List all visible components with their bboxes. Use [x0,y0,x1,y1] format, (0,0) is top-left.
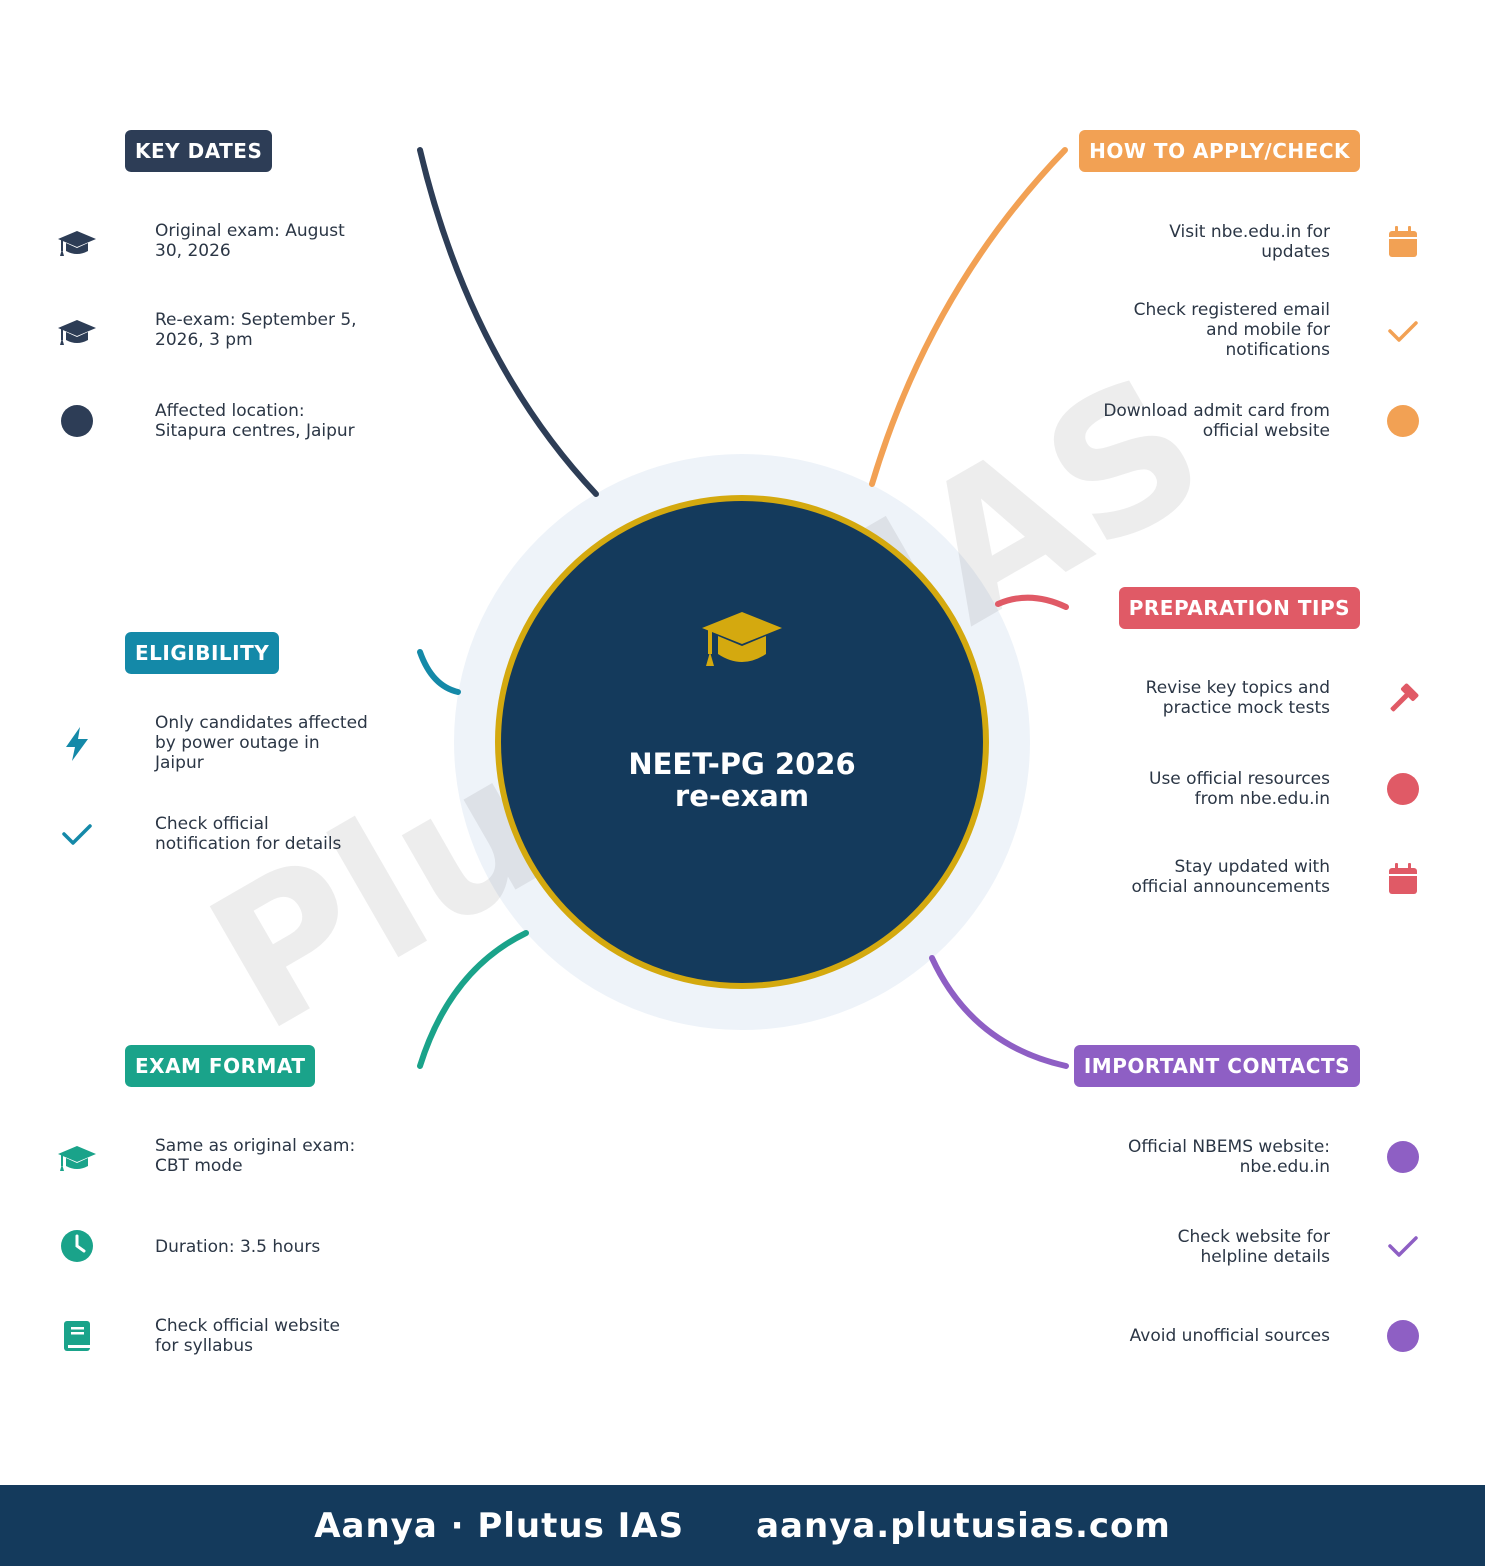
connector-key-dates [417,147,599,497]
important-contacts-item-3: Avoid unofficial sources [1129,1326,1330,1346]
book-icon [57,1316,97,1356]
graduation-cap-icon [57,222,97,262]
branch-badge-exam-format: EXAM FORMAT [125,1045,316,1087]
preparation-tips-item-2: Use official resources from nbe.edu.in [1149,769,1330,809]
lightning-icon [57,724,97,764]
how-to-apply-item-2: Check registered email and mobile for no… [1133,300,1330,360]
footer-website[interactable]: aanya.plutusias.com [756,1505,1171,1546]
gavel-icon [1383,679,1423,719]
branch-badge-how-to-apply: HOW TO APPLY/CHECK [1079,130,1360,172]
connector-eligibility [417,649,461,695]
center-circle [495,495,989,989]
exam-format-item-3: Check official website for syllabus [155,1316,341,1356]
calendar-icon [1383,222,1423,262]
circle-icon [1383,401,1423,441]
check-icon [1383,1226,1423,1266]
clock-icon [57,1226,97,1266]
connector-layer: Plutus IAS [176,147,1239,1074]
preparation-tips-item-3: Stay updated with official announcements [1131,857,1331,897]
how-to-apply-item-3: Download admit card from official websit… [1103,401,1330,441]
exam-format-item-2: Duration: 3.5 hours [155,1237,321,1257]
important-contacts-item-2: Check website for helpline details [1177,1227,1330,1267]
connector-how-to-apply [869,147,1068,487]
eligibility-item-2: Check official notification for details [155,814,342,854]
important-contacts-item-1: Official NBEMS website: nbe.edu.in [1128,1137,1330,1177]
circle-icon [1383,769,1423,809]
circle-icon [57,401,97,441]
calendar-icon [1383,859,1423,899]
exam-format-item-1: Same as original exam: CBT mode [155,1136,356,1176]
branch-badge-preparation-tips: PREPARATION TIPS [1118,587,1360,629]
how-to-apply-item-1: Visit nbe.edu.in for updates [1169,222,1330,262]
key-dates-item-2: Re-exam: September 5, 2026, 3 pm [155,310,357,350]
connector-preparation-tips [995,594,1069,610]
graduation-cap-icon [57,311,97,351]
connector-important-contacts [929,955,1069,1069]
footer-author: Aanya · Plutus IAS [314,1505,685,1546]
footer-bar: Aanya · Plutus IAS aanya.plutusias.com [0,1485,1485,1566]
branch-badge-eligibility: ELIGIBILITY [125,632,280,674]
branch-badge-important-contacts: IMPORTANT CONTACTS [1073,1045,1360,1087]
preparation-tips-item-1: Revise key topics and practice mock test… [1145,678,1330,718]
check-icon [57,814,97,854]
connector-exam-format [417,930,529,1069]
circle-icon [1383,1137,1423,1177]
graduation-cap-icon [57,1137,97,1177]
eligibility-item-1: Only candidates affected by power outage… [155,713,368,773]
branch-badge-key-dates: KEY DATES [125,130,273,172]
key-dates-item-1: Original exam: August 30, 2026 [155,221,345,261]
circle-icon [1383,1316,1423,1356]
key-dates-item-3: Affected location: Sitapura centres, Jai… [155,401,355,441]
center-title: NEET-PG 2026 re-exam [628,747,856,813]
check-icon [1383,311,1423,351]
graduation-cap-icon [700,608,784,672]
